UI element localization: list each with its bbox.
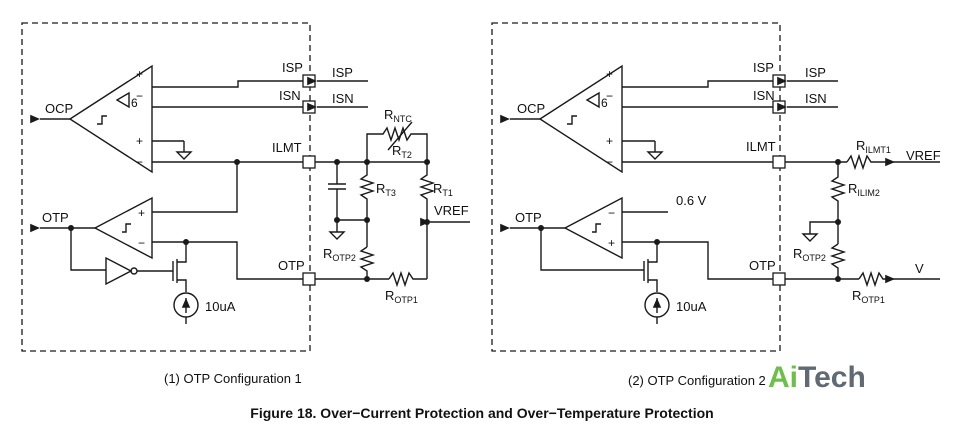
config2-ocp-plus2: + xyxy=(606,134,613,148)
config2-ext-isp-label: ISP xyxy=(805,65,826,80)
config1-rotp1-resistor xyxy=(388,270,427,288)
config2-ocp-minus1: − xyxy=(606,89,613,103)
config2-circuit: + − + − 6 OCP ISP ISN ILMT OTP ISP ISN xyxy=(491,22,941,388)
config1-rt1-label: RT1 xyxy=(433,181,453,198)
config1-circuit: + − + − 6 OCP ISP ISN ILMT OTP ISP ISN xyxy=(21,22,470,386)
config1-ocp-plus1: + xyxy=(136,67,143,81)
config1-rt1-resistor xyxy=(418,162,436,279)
config2-pin-isp-label: ISP xyxy=(753,60,774,75)
config2-ic-boundary xyxy=(491,22,781,352)
config2-ext-isn-label: ISN xyxy=(805,91,827,106)
config1-offset-triangle-icon xyxy=(115,91,130,109)
config1-rntc-resistor xyxy=(366,125,428,162)
config2-pin-isp xyxy=(772,74,786,88)
config1-otp-hysteresis-icon xyxy=(122,223,131,233)
config1-pin-otp-label: OTP xyxy=(278,258,305,273)
config2-rilmt1-label: RILMT1 xyxy=(856,138,891,155)
config1-ocp-hysteresis-icon xyxy=(97,115,107,125)
config1-pin-ilmt-label: ILMT xyxy=(272,140,302,155)
config2-otp-minus: − xyxy=(608,206,615,220)
config1-ground2-icon xyxy=(328,231,346,240)
config1-rotp2-resistor xyxy=(358,246,376,279)
config1-otp-out-label: OTP xyxy=(42,210,69,225)
config1-pin-isn xyxy=(302,100,316,114)
config1-ext-isp-label: ISP xyxy=(332,65,353,80)
config1-inverter-icon xyxy=(105,256,133,286)
config2-otp-comparator: − + xyxy=(563,196,623,260)
config1-ocp-minus2: − xyxy=(136,155,143,169)
config1-rotp1-label: ROTP1 xyxy=(385,288,418,305)
config2-otp-plus: + xyxy=(608,236,615,250)
config1-rt3-label: RT3 xyxy=(376,181,396,198)
config1-rt2-label: RT2 xyxy=(392,143,412,160)
config2-pin-isn-label: ISN xyxy=(753,88,775,103)
config1-caption: (1) OTP Configuration 1 xyxy=(164,371,302,386)
config1-vref-label: VREF xyxy=(434,203,469,218)
config1-ocp-comparator: + − + − 6 xyxy=(68,64,153,174)
config1-pin-isp-label: ISP xyxy=(282,60,303,75)
config2-ocp-minus2: − xyxy=(606,155,613,169)
config2-vref-label: VREF xyxy=(906,148,941,163)
config2-offset-label: 6 xyxy=(601,96,608,110)
config2-rotp1-label: ROTP1 xyxy=(852,288,885,305)
config1-current-source-label: 10uA xyxy=(205,299,236,314)
config2-pin-otp-label: OTP xyxy=(749,258,776,273)
config1-ocp-plus2: + xyxy=(136,134,143,148)
figure-caption: Figure 18. Over−Current Protection and O… xyxy=(250,405,713,421)
config2-rotp2-resistor xyxy=(829,243,847,279)
config2-ocp-hysteresis-icon xyxy=(567,115,577,125)
config1-ext-isn-label: ISN xyxy=(332,91,354,106)
config1-pin-isp xyxy=(302,74,316,88)
config1-ic-boundary xyxy=(21,22,311,352)
config1-thermistor-arrow-icon xyxy=(387,121,413,151)
config1-otp-minus: − xyxy=(138,236,145,250)
config2-otp-hysteresis-icon xyxy=(592,223,601,233)
config2-caption: (2) OTP Configuration 2 xyxy=(628,373,766,388)
config2-rilim2-label: RILIM2 xyxy=(848,181,880,198)
config1-rntc-label: RNTC xyxy=(384,107,412,124)
aitech-logo: AiTech xyxy=(768,361,866,394)
config2-ocp-comparator: + − + − 6 xyxy=(538,64,623,174)
config1-ocp-label: OCP xyxy=(45,101,73,116)
config2-ground2-icon xyxy=(801,233,819,242)
config1-otp-plus: + xyxy=(138,206,145,220)
config2-offset-triangle-icon xyxy=(585,91,600,109)
config2-rilim2-resistor xyxy=(829,162,847,244)
config1-ground-icon xyxy=(175,151,193,160)
config2-rotp2-label: ROTP2 xyxy=(793,246,826,263)
config2-otp-out-label: OTP xyxy=(515,210,542,225)
config1-pin-otp xyxy=(302,272,316,286)
config2-pin-ilmt-label: ILMT xyxy=(746,139,776,154)
config2-ocp-plus1: + xyxy=(606,67,613,81)
config2-v-label: V xyxy=(915,261,924,276)
config1-pin-ilmt xyxy=(302,155,316,169)
config2-pin-otp xyxy=(772,272,786,286)
config1-offset-label: 6 xyxy=(131,96,138,110)
config1-rt3-resistor xyxy=(358,162,376,247)
config1-ocp-minus1: − xyxy=(136,89,143,103)
config1-otp-comparator: + − xyxy=(93,196,153,260)
svg-text:AiTech: AiTech xyxy=(768,361,866,394)
config2-pin-ilmt xyxy=(772,155,786,169)
config2-rotp1-resistor xyxy=(858,270,895,288)
config2-ground-icon xyxy=(646,151,664,160)
config1-rotp2-label: ROTP2 xyxy=(323,246,356,263)
config2-pin-isn xyxy=(772,100,786,114)
config2-ref-voltage-label: 0.6 V xyxy=(676,193,707,208)
config2-current-source-label: 10uA xyxy=(676,299,707,314)
config1-pin-isn-label: ISN xyxy=(279,88,301,103)
config2-ocp-label: OCP xyxy=(517,101,545,116)
